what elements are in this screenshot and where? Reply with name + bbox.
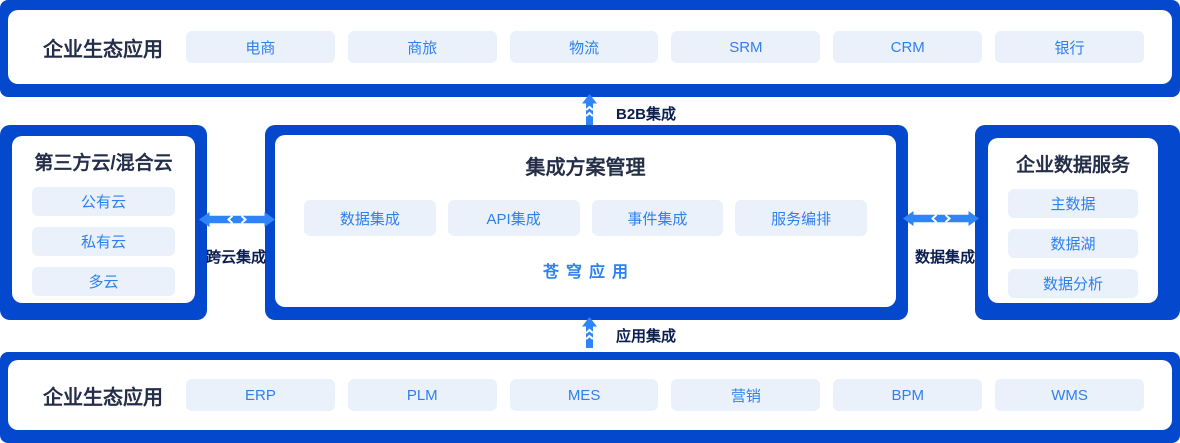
data-service-chip: 数据分析 — [1008, 269, 1138, 298]
bottom-bar-title: 企业生态应用 — [43, 386, 163, 409]
cosmic-app-label: 苍穹应用 — [542, 264, 635, 281]
ecosystem-app-chip: MES — [509, 379, 659, 411]
b2b-integration-label: B2B集成 — [616, 106, 677, 123]
ecosystem-app-chip: WMS — [995, 379, 1144, 411]
cloud-type-chip: 多云 — [32, 267, 175, 296]
cloud-type-chip: 公有云 — [32, 187, 175, 216]
integration-capability-chip: 事件集成 — [591, 200, 724, 236]
bottom-bar-chip-row: ERP PLM MES 营销 BPM WMS — [186, 379, 1144, 411]
ecosystem-app-chip: PLM — [347, 379, 497, 411]
left-panel-title: 第三方云/混合云 — [34, 153, 173, 174]
data-service-chip: 主数据 — [1008, 189, 1138, 218]
integration-capability-chip: 数据集成 — [304, 200, 436, 236]
ecosystem-app-chip: BPM — [833, 379, 983, 411]
integration-capability-row: 数据集成 API集成 事件集成 服务编排 — [304, 200, 867, 236]
third-party-cloud-card: 第三方云/混合云 公有云 私有云 多云 — [12, 136, 195, 303]
bottom-ecosystem-card: 企业生态应用 ERP PLM MES 营销 BPM WMS — [8, 360, 1172, 430]
ecosystem-app-chip: 营销 — [671, 379, 821, 411]
center-panel-title: 集成方案管理 — [525, 157, 646, 179]
third-party-cloud-panel: 第三方云/混合云 公有云 私有云 多云 — [0, 125, 207, 320]
top-bar-title: 企业生态应用 — [43, 38, 163, 61]
right-panel-chip-column: 主数据 数据湖 数据分析 — [1008, 189, 1138, 298]
ecosystem-app-chip: ERP — [186, 379, 335, 411]
up-arrow-icon — [582, 317, 597, 348]
ecosystem-app-chip: 银行 — [995, 31, 1144, 63]
integration-capability-chip: API集成 — [447, 200, 580, 236]
enterprise-data-service-panel: 企业数据服务 主数据 数据湖 数据分析 — [975, 125, 1180, 320]
up-arrow-icon — [582, 94, 597, 125]
double-arrow-icon — [199, 212, 275, 227]
enterprise-data-service-card: 企业数据服务 主数据 数据湖 数据分析 — [988, 138, 1158, 303]
ecosystem-app-chip: SRM — [671, 31, 821, 63]
integration-management-card: 集成方案管理 数据集成 API集成 事件集成 服务编排 苍穹应用 — [275, 135, 896, 307]
integration-management-panel: 集成方案管理 数据集成 API集成 事件集成 服务编排 苍穹应用 — [265, 125, 908, 320]
ecosystem-app-chip: 物流 — [509, 31, 659, 63]
right-panel-title: 企业数据服务 — [1015, 155, 1130, 176]
bottom-ecosystem-bar: 企业生态应用 ERP PLM MES 营销 BPM WMS — [0, 352, 1180, 443]
app-integration-label: 应用集成 — [616, 328, 677, 345]
data-integration-label: 数据集成 — [914, 249, 975, 266]
data-service-chip: 数据湖 — [1008, 229, 1138, 258]
ecosystem-app-chip: 电商 — [186, 31, 335, 63]
top-ecosystem-bar: 企业生态应用 电商 商旅 物流 SRM CRM 银行 — [0, 0, 1180, 97]
integration-capability-chip: 服务编排 — [735, 200, 867, 236]
cloud-type-chip: 私有云 — [32, 227, 175, 256]
cross-cloud-integration-label: 跨云集成 — [205, 249, 266, 266]
ecosystem-app-chip: CRM — [833, 31, 983, 63]
ecosystem-app-chip: 商旅 — [347, 31, 497, 63]
double-arrow-icon — [903, 211, 979, 226]
top-bar-chip-row: 电商 商旅 物流 SRM CRM 银行 — [186, 31, 1144, 63]
top-ecosystem-card: 企业生态应用 电商 商旅 物流 SRM CRM 银行 — [8, 10, 1172, 84]
left-panel-chip-column: 公有云 私有云 多云 — [32, 187, 175, 296]
